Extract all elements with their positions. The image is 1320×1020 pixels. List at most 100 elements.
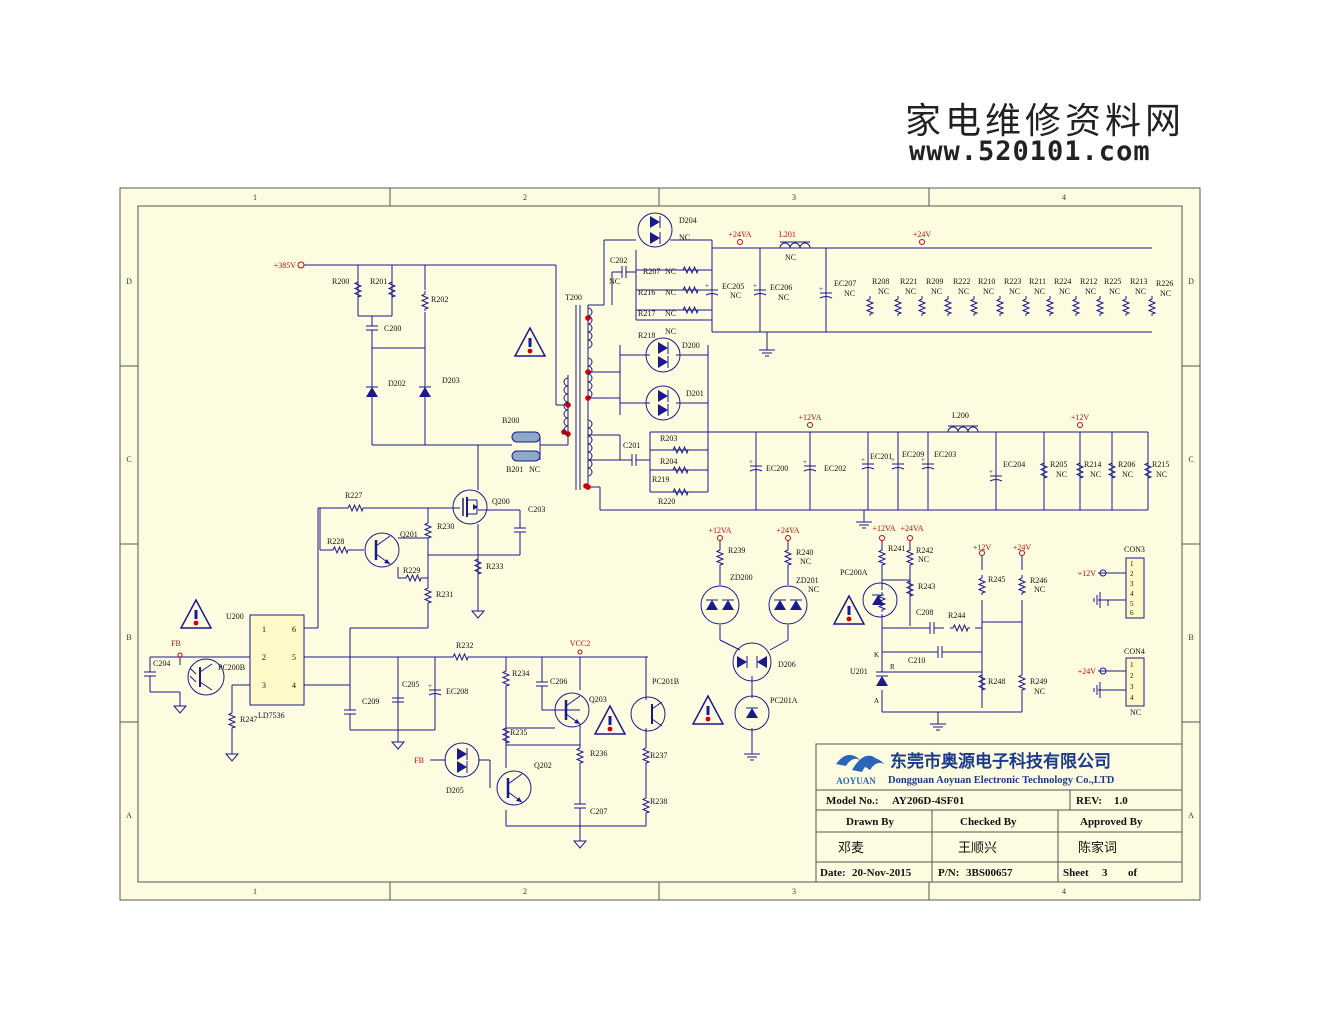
ref-r228: R228	[327, 537, 344, 546]
ref-u200: U200	[226, 612, 244, 621]
transformer-t200	[563, 307, 593, 477]
of-label: of	[1128, 867, 1138, 879]
ref-pc201a: PC201A	[770, 696, 798, 705]
ref-l201: L201	[779, 230, 796, 239]
ref-c200: C200	[384, 324, 401, 333]
ref-c207: C207	[590, 807, 607, 816]
nc-r218: NC	[665, 327, 676, 336]
ref-ec207: EC207	[834, 279, 856, 288]
row-label-c-right: C	[1188, 455, 1193, 464]
nc-r208: NC	[878, 287, 889, 296]
ref-r209: R209	[926, 277, 943, 286]
col-label-4-bottom: 4	[1062, 887, 1066, 896]
con3-pin-5: 5	[1130, 600, 1134, 608]
nc-r224: NC	[1059, 287, 1070, 296]
nc-r240: NC	[800, 557, 811, 566]
nc-r222: NC	[958, 287, 969, 296]
svg-text:4: 4	[292, 681, 296, 690]
nc-r212: NC	[1085, 287, 1096, 296]
ref-c204: C204	[153, 659, 170, 668]
ref-c203: C203	[528, 505, 545, 514]
nc-r207: NC	[665, 267, 676, 276]
ref-ec206: EC206	[770, 283, 792, 292]
ref-ec208: EC208	[446, 687, 468, 696]
watermark-url: www.520101.com	[909, 136, 1151, 167]
ref-r202: R202	[431, 295, 448, 304]
ref-u201: U201	[850, 667, 868, 676]
nc-r215: NC	[1156, 470, 1167, 479]
col-label-4: 4	[1062, 193, 1066, 202]
col-label-2: 2	[523, 193, 527, 202]
ref-r237: R237	[650, 751, 667, 760]
net-12v-con3: +12V	[1078, 569, 1097, 578]
ref-r213: R213	[1130, 277, 1147, 286]
ref-r242: R242	[916, 546, 933, 555]
ref-r249: R249	[1030, 677, 1047, 686]
ref-r238: R238	[650, 797, 667, 806]
ref-r230: R230	[437, 522, 454, 531]
ref-r234: R234	[512, 669, 529, 678]
ref-l200: L200	[952, 411, 969, 420]
ref-r223: R223	[1004, 277, 1021, 286]
nc-r225: NC	[1109, 287, 1120, 296]
ref-r241: R241	[888, 544, 905, 553]
ref-d204: D204	[679, 216, 697, 225]
ref-u201-a: A	[874, 697, 879, 705]
nc-r246: NC	[1034, 585, 1045, 594]
sheet-value: 3	[1102, 867, 1108, 879]
ref-r227: R227	[345, 491, 362, 500]
net-fb-d205: FB	[414, 756, 424, 765]
rev-label: REV:	[1076, 795, 1102, 807]
ref-r231: R231	[436, 590, 453, 599]
nc-r216: NC	[665, 288, 676, 297]
ref-r216: R216	[638, 288, 655, 297]
row-label-b-right: B	[1188, 633, 1193, 642]
drawn-by-value: 邓麦	[838, 840, 864, 855]
ref-r232: R232	[456, 641, 473, 650]
ref-b201: B201	[506, 465, 523, 474]
ref-r212: R212	[1080, 277, 1097, 286]
aoyuan-logo: AOYUAN	[836, 754, 884, 786]
ref-r225: R225	[1104, 277, 1121, 286]
con4-pin-1: 1	[1130, 661, 1134, 669]
con3-pin-3: 3	[1130, 580, 1134, 588]
ref-c209: C209	[362, 697, 379, 706]
ref-r217: R217	[638, 309, 655, 318]
con3-pin-1: 1	[1130, 560, 1134, 568]
ref-r218: R218	[638, 331, 655, 340]
nc-r214: NC	[1090, 470, 1101, 479]
svg-text:2: 2	[262, 653, 266, 662]
ref-pc201b: PC201B	[652, 677, 679, 686]
ref-q203: Q203	[589, 695, 607, 704]
ref-r214: R214	[1084, 460, 1101, 469]
date-value: 20-Nov-2015	[852, 867, 912, 879]
checked-by-label: Checked By	[960, 816, 1017, 828]
ref-r239: R239	[728, 546, 745, 555]
ref-r224: R224	[1054, 277, 1071, 286]
ref-u201-k: K	[874, 651, 879, 659]
row-label-a: A	[126, 811, 132, 820]
symbols	[143, 212, 1156, 816]
ref-r215: R215	[1152, 460, 1169, 469]
ref-b200: B200	[502, 416, 519, 425]
ref-r219: R219	[652, 475, 669, 484]
col-label-1-bottom: 1	[253, 887, 257, 896]
ref-r210: R210	[978, 277, 995, 286]
nc-r226: NC	[1160, 289, 1171, 298]
row-label-d-right: D	[1188, 277, 1194, 286]
net-12va-fb: +12VA	[872, 524, 895, 533]
title-block: AOYUAN 东莞市奥源电子科技有限公司 Dongguan Aoyuan Ele…	[815, 743, 1183, 883]
ref-q202: Q202	[534, 761, 552, 770]
approved-by-value: 陈家词	[1078, 840, 1117, 855]
ref-pc200b: PC200B	[218, 663, 245, 672]
nc-zd201: NC	[808, 585, 819, 594]
nc-l201: NC	[785, 253, 796, 262]
nc-con4: NC	[1130, 708, 1141, 717]
ref-t200: T200	[565, 293, 582, 302]
net-385v: +385V	[274, 261, 297, 270]
ref-r243: R243	[918, 582, 935, 591]
nc-ec207: NC	[844, 289, 855, 298]
col-label-3: 3	[792, 193, 796, 202]
pn-value: 3BS00657	[966, 867, 1013, 879]
net-24v-con4: +24V	[1078, 667, 1097, 676]
